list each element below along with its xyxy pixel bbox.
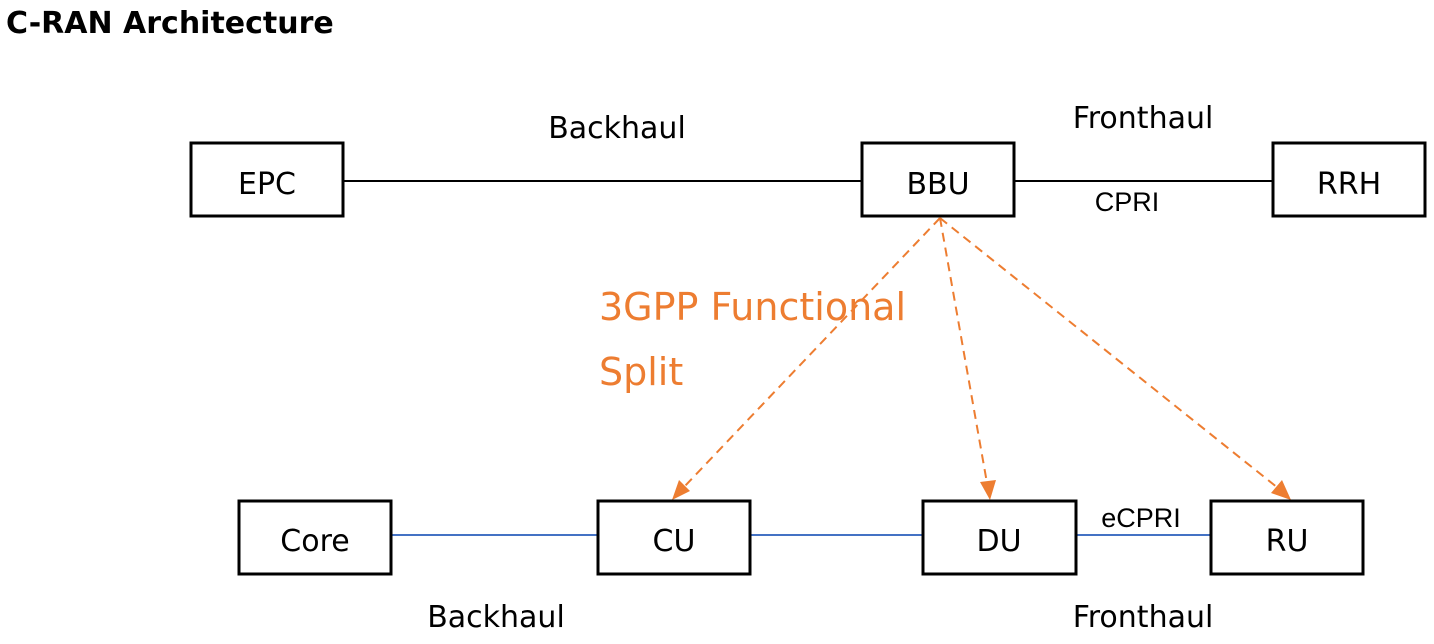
split-label-line2: Split — [599, 350, 683, 394]
diagram-title: C-RAN Architecture — [6, 6, 334, 41]
ru-arrowhead — [1271, 480, 1291, 500]
bottom-fronthaul-label: Fronthaul — [1073, 600, 1214, 635]
core-node: Core — [237, 499, 393, 576]
du-label: DU — [976, 524, 1021, 559]
rrh-label: RRH — [1317, 167, 1381, 202]
split-label-line1: 3GPP Functional — [599, 285, 906, 329]
rrh-node: RRH — [1271, 141, 1427, 218]
cu-node: CU — [596, 499, 752, 576]
ecpri-label: eCPRI — [1101, 503, 1181, 533]
cu-arrowhead — [672, 480, 690, 500]
top-backhaul-label: Backhaul — [548, 111, 686, 146]
top-fronthaul-label: Fronthaul — [1073, 101, 1214, 136]
du-arrowhead — [980, 480, 996, 500]
bbu-to-du-arrow — [939, 217, 988, 484]
bbu-to-ru-arrow — [939, 217, 1279, 489]
cpri-label: CPRI — [1095, 187, 1160, 217]
du-node: DU — [921, 499, 1078, 576]
epc-label: EPC — [238, 167, 296, 202]
core-label: Core — [280, 524, 349, 559]
epc-node: EPC — [189, 141, 345, 218]
split-arrows — [672, 217, 1291, 500]
bbu-node: BBU — [860, 141, 1016, 218]
ru-label: RU — [1266, 524, 1309, 559]
bbu-label: BBU — [906, 167, 969, 202]
bottom-backhaul-label: Backhaul — [427, 600, 565, 635]
ru-node: RU — [1209, 499, 1365, 576]
cu-label: CU — [653, 524, 696, 559]
bbu-to-cu-arrow — [683, 217, 941, 488]
